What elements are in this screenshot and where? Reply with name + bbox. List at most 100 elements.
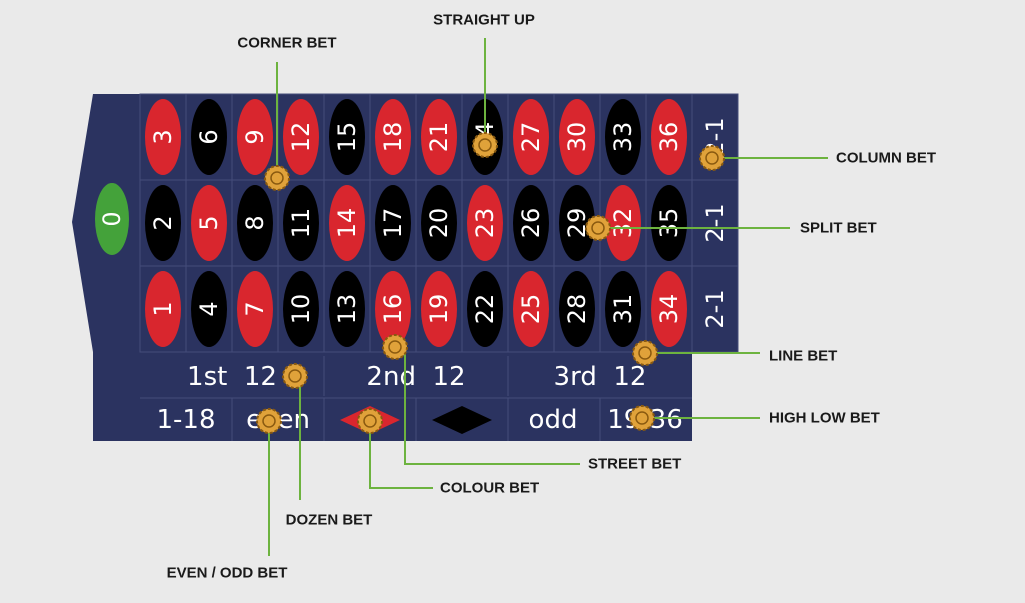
number-cell[interactable]: 3 bbox=[139, 93, 187, 181]
label-even-odd: EVEN / ODD BET bbox=[167, 565, 288, 582]
label-dozen: DOZEN BET bbox=[286, 512, 373, 529]
number-cell[interactable]: 10 bbox=[277, 265, 325, 353]
number-cell[interactable]: 33 bbox=[599, 93, 647, 181]
number-cell[interactable]: 31 bbox=[599, 265, 647, 353]
number-label: 25 bbox=[517, 294, 545, 325]
number-cell[interactable]: 22 bbox=[461, 265, 509, 353]
odd-bet-label[interactable]: odd bbox=[529, 405, 578, 435]
zero-pocket[interactable]: 0 bbox=[95, 183, 129, 255]
number-oval bbox=[329, 185, 365, 261]
number-oval bbox=[237, 271, 273, 347]
number-label: 30 bbox=[563, 122, 591, 153]
number-oval bbox=[191, 271, 227, 347]
number-cell[interactable]: 28 bbox=[553, 265, 601, 353]
number-oval bbox=[283, 271, 319, 347]
number-oval bbox=[513, 185, 549, 261]
black-diamond-icon[interactable] bbox=[432, 406, 492, 434]
number-oval bbox=[467, 185, 503, 261]
number-label: 16 bbox=[379, 294, 407, 325]
number-oval bbox=[421, 99, 457, 175]
number-label: 18 bbox=[379, 122, 407, 153]
number-label: 26 bbox=[517, 208, 545, 239]
chip-column bbox=[699, 145, 725, 171]
number-cell[interactable]: 20 bbox=[415, 179, 463, 267]
number-cell[interactable]: 35 bbox=[645, 179, 693, 267]
column-bet-cell[interactable]: 2-1 bbox=[691, 265, 739, 353]
number-label: 6 bbox=[195, 129, 223, 144]
dozen-bet-label: 3rd 12 bbox=[554, 362, 647, 392]
leader-colour bbox=[369, 422, 433, 489]
number-oval bbox=[283, 99, 319, 175]
number-cell[interactable]: 13 bbox=[323, 265, 371, 353]
number-label: 9 bbox=[241, 129, 269, 144]
number-cell[interactable]: 16 bbox=[369, 265, 417, 353]
number-oval bbox=[605, 99, 641, 175]
number-cell[interactable]: 27 bbox=[507, 93, 555, 181]
number-cell[interactable]: 2 bbox=[139, 179, 187, 267]
number-label: 21 bbox=[425, 122, 453, 153]
number-oval bbox=[421, 185, 457, 261]
number-label: 28 bbox=[563, 294, 591, 325]
number-label: 7 bbox=[241, 301, 269, 316]
number-label: 36 bbox=[655, 122, 683, 153]
number-cell[interactable]: 30 bbox=[553, 93, 601, 181]
number-oval bbox=[513, 99, 549, 175]
number-label: 14 bbox=[333, 208, 361, 239]
zero-label: 0 bbox=[98, 211, 126, 226]
label-line: LINE BET bbox=[769, 348, 837, 365]
number-cell[interactable]: 26 bbox=[507, 179, 555, 267]
column-bets: 2-12-12-1 bbox=[691, 93, 739, 353]
number-cell[interactable]: 32 bbox=[599, 179, 647, 267]
number-label: 3 bbox=[149, 129, 177, 144]
number-oval bbox=[375, 99, 411, 175]
number-cell[interactable]: 18 bbox=[369, 93, 417, 181]
chip-even-odd bbox=[256, 408, 282, 434]
dozen-bet-label: 1st 12 bbox=[187, 362, 277, 392]
number-oval bbox=[421, 271, 457, 347]
number-label: 13 bbox=[333, 294, 361, 325]
number-oval bbox=[329, 99, 365, 175]
label-street: STREET BET bbox=[588, 456, 681, 473]
number-label: 31 bbox=[609, 294, 637, 325]
number-cell[interactable]: 11 bbox=[277, 179, 325, 267]
number-cell[interactable]: 17 bbox=[369, 179, 417, 267]
number-cell[interactable]: 23 bbox=[461, 179, 509, 267]
column-bet-cell[interactable]: 2-1 bbox=[691, 179, 739, 267]
number-label: 32 bbox=[609, 208, 637, 239]
number-label: 11 bbox=[287, 208, 315, 239]
low-bet-label[interactable]: 1-18 bbox=[156, 405, 215, 435]
number-label: 8 bbox=[241, 215, 269, 230]
chips bbox=[256, 132, 725, 434]
number-label: 2 bbox=[149, 215, 177, 230]
chip-corner bbox=[264, 165, 290, 191]
label-column: COLUMN BET bbox=[836, 150, 936, 167]
number-cell[interactable]: 25 bbox=[507, 265, 555, 353]
dozen-bet-cell[interactable]: 1st 12 bbox=[187, 362, 277, 392]
bet-labels: STRAIGHT UP CORNER BET COLUMN BET SPLIT … bbox=[167, 12, 936, 582]
chip-colour bbox=[357, 408, 383, 434]
number-label: 1 bbox=[149, 301, 177, 316]
dozen-bet-label: 2nd 12 bbox=[366, 362, 465, 392]
number-oval bbox=[191, 185, 227, 261]
number-label: 4 bbox=[195, 301, 223, 316]
number-label: 10 bbox=[287, 294, 315, 325]
number-cell[interactable]: 6 bbox=[185, 93, 233, 181]
dozen-bet-cell[interactable]: 3rd 12 bbox=[507, 356, 647, 396]
number-oval bbox=[191, 99, 227, 175]
zero-oval bbox=[95, 183, 129, 255]
number-oval bbox=[375, 271, 411, 347]
dozen-bet-cell[interactable]: 2nd 12 bbox=[323, 356, 466, 396]
number-cell[interactable]: 5 bbox=[185, 179, 233, 267]
number-label: 33 bbox=[609, 122, 637, 153]
number-oval bbox=[559, 271, 595, 347]
number-oval bbox=[237, 185, 273, 261]
number-oval bbox=[283, 185, 319, 261]
number-label: 22 bbox=[471, 294, 499, 325]
number-oval bbox=[145, 185, 181, 261]
number-label: 17 bbox=[379, 208, 407, 239]
label-high-low: HIGH LOW BET bbox=[769, 410, 880, 427]
number-label: 35 bbox=[655, 208, 683, 239]
number-label: 19 bbox=[425, 294, 453, 325]
number-cell[interactable]: 4 bbox=[185, 265, 233, 353]
